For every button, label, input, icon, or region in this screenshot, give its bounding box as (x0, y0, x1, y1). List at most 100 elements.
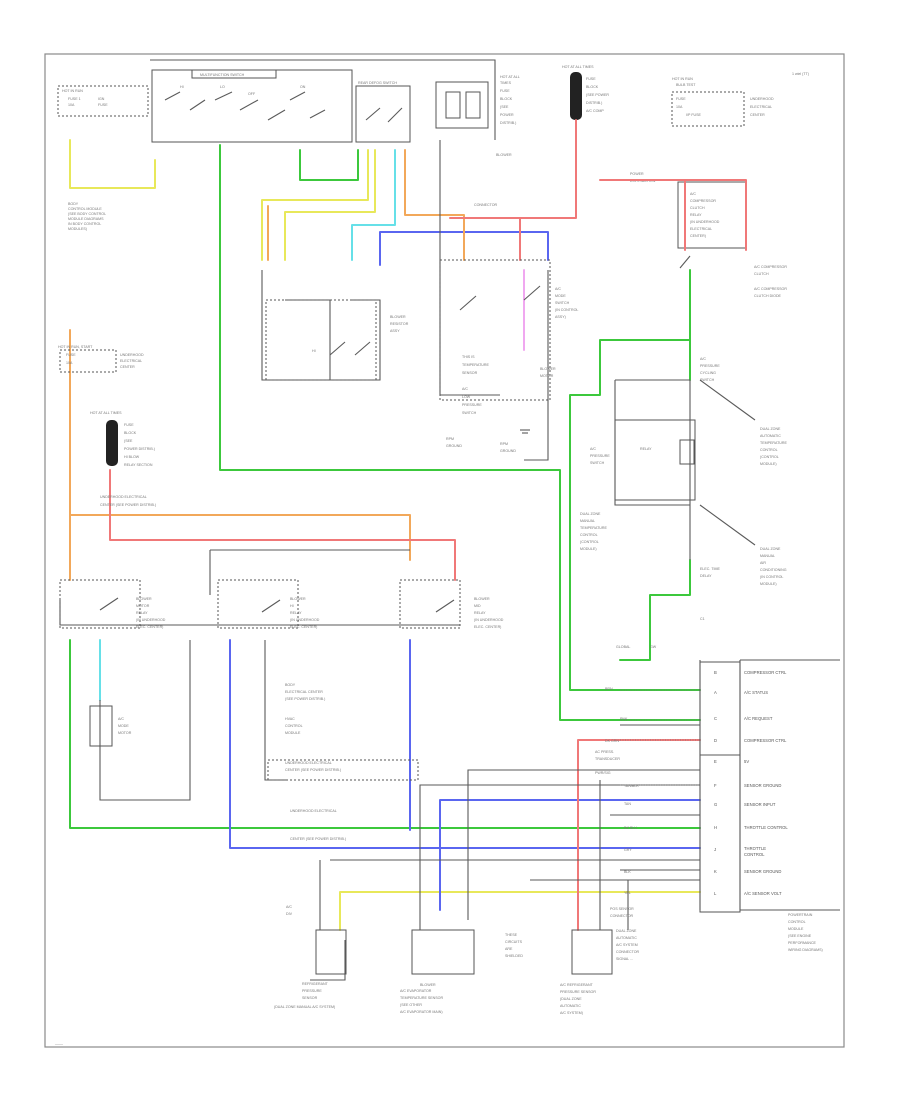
svg-text:BLOWER: BLOWER (290, 597, 306, 601)
svg-text:SENSOR INPUT: SENSOR INPUT (744, 802, 776, 807)
svg-text:RPM: RPM (446, 437, 454, 441)
wire-red-bottom (577, 739, 701, 931)
svg-text:TAN: TAN (624, 802, 631, 806)
svg-text:FUSE: FUSE (586, 77, 596, 81)
svg-text:B: B (714, 670, 717, 675)
svg-text:(IN CONTROL: (IN CONTROL (760, 575, 783, 579)
wire-blue-bottom (439, 799, 701, 911)
svg-text:MOTOR: MOTOR (540, 374, 554, 378)
svg-text:FUSE 1: FUSE 1 (68, 97, 81, 101)
svg-text:HVAC: HVAC (285, 717, 295, 721)
svg-text:A/C: A/C (118, 717, 124, 721)
svg-text:ELEC. TIME: ELEC. TIME (700, 567, 721, 571)
fuse-left: HOT AT ALL TIMES FUSE BLOCK (SEE POWER D… (90, 411, 155, 467)
svg-text:DUAL ZONE: DUAL ZONE (616, 929, 637, 933)
svg-text:A/C: A/C (462, 387, 468, 391)
hot-at-all-times-left: HOT IN RUN, START FUSE 10A UNDERHOOD ELE… (58, 345, 144, 373)
relay-switch-2: BLOWER HI RELAY (IN UNDERHOOD ELEC. CENT… (217, 579, 320, 629)
svg-text:AUTOMATIC: AUTOMATIC (760, 434, 781, 438)
svg-text:FUSE: FUSE (676, 97, 686, 101)
svg-text:ASSY): ASSY) (555, 315, 566, 319)
svg-text:G: G (714, 802, 717, 807)
svg-text:SENSOR: SENSOR (462, 371, 478, 375)
wire-orange-top (404, 149, 465, 261)
svg-text:HOT IN RUN: HOT IN RUN (62, 89, 83, 93)
svg-text:(SEE ENGINE: (SEE ENGINE (788, 934, 812, 938)
svg-text:MULTIFUNCTION SWITCH: MULTIFUNCTION SWITCH (200, 73, 245, 77)
bottom-sensor-2: BLOWER A/C EVAPORATOR TEMPERATURE SENSOR… (400, 929, 523, 1014)
svg-text:REFRIGERANT: REFRIGERANT (302, 982, 329, 986)
svg-text:(CONTROL: (CONTROL (580, 540, 599, 544)
svg-text:A/C EVAPORATOR: A/C EVAPORATOR (400, 989, 432, 993)
svg-text:K: K (714, 869, 717, 874)
svg-text:HOT IN RUN: HOT IN RUN (672, 77, 693, 81)
blower-motor: A/C MODE MOTOR (89, 705, 132, 747)
wire-green-top (299, 149, 359, 181)
fuse-icon: HOT AT ALL TIMES FUSE BLOCK (SEE POWER D… (562, 65, 609, 120)
svg-text:A/C: A/C (690, 192, 696, 196)
svg-text:CONTROL: CONTROL (285, 724, 303, 728)
wire-yellow-topleft (69, 139, 156, 189)
svg-text:POWER DISTRIB.): POWER DISTRIB.) (124, 447, 155, 451)
svg-text:HOT IN RUN, START: HOT IN RUN, START (58, 345, 93, 349)
svg-text:SWITCH: SWITCH (590, 461, 605, 465)
svg-text:BRN: BRN (605, 687, 613, 691)
multifunction-switch: MULTIFUNCTION SWITCH HI LO OFF ON (151, 69, 353, 143)
svg-text:RELAY: RELAY (640, 447, 652, 451)
svg-text:(SEE POWER: (SEE POWER (586, 93, 609, 97)
svg-text:CENTER (SEE POWER DISTRIB.): CENTER (SEE POWER DISTRIB.) (290, 837, 346, 841)
svg-text:10A: 10A (66, 361, 73, 365)
svg-text:PRESSURE: PRESSURE (302, 989, 322, 993)
wire-yellow-bottom (339, 891, 701, 931)
wire-cyan-1 (351, 149, 396, 261)
svg-text:BLOWER: BLOWER (474, 597, 490, 601)
svg-text:ELECTRICAL CENTER: ELECTRICAL CENTER (285, 690, 323, 694)
svg-text:SENSOR GROUND: SENSOR GROUND (744, 783, 781, 788)
svg-text:AC PRESS.: AC PRESS. (595, 750, 614, 754)
svg-text:UNDERHOOD ELECTRICAL: UNDERHOOD ELECTRICAL (100, 495, 147, 499)
svg-text:10A: 10A (68, 103, 75, 107)
wire-red-top (449, 119, 577, 261)
svg-text:HI: HI (290, 604, 294, 608)
svg-text:MODULE: MODULE (285, 731, 301, 735)
svg-text:(SEE: (SEE (500, 105, 509, 109)
svg-text:HOT AT ALL TIMES: HOT AT ALL TIMES (90, 411, 122, 415)
svg-text:(IN CONTROL: (IN CONTROL (555, 308, 578, 312)
svg-text:TEMPERATURE: TEMPERATURE (580, 526, 607, 530)
svg-text:AIR: AIR (760, 561, 766, 565)
svg-text:MODULES): MODULES) (68, 227, 87, 231)
svg-text:C: C (714, 716, 717, 721)
svg-text:TEMPERATURE SENSOR: TEMPERATURE SENSOR (400, 996, 443, 1000)
svg-text:A: A (714, 690, 717, 695)
svg-text:UNDERHOOD ELECTRICAL: UNDERHOOD ELECTRICAL (285, 761, 332, 765)
svg-text:RELAY SECTION: RELAY SECTION (124, 463, 153, 467)
svg-text:PRESSURE: PRESSURE (700, 364, 720, 368)
svg-text:5V: 5V (744, 759, 749, 764)
wire-green-right (569, 339, 701, 691)
svg-text:THROTTLE: THROTTLE (744, 846, 766, 851)
svg-text:____: ____ (54, 1041, 64, 1045)
svg-text:SENSOR GROUND: SENSOR GROUND (744, 869, 781, 874)
svg-text:(IN UNDERHOOD: (IN UNDERHOOD (474, 618, 504, 622)
svg-text:CONNECTOR: CONNECTOR (610, 914, 633, 918)
svg-text:UNDERHOOD ELECTRICAL: UNDERHOOD ELECTRICAL (290, 809, 337, 813)
svg-text:CONNECTOR: CONNECTOR (616, 950, 639, 954)
svg-text:SHIELDED: SHIELDED (505, 954, 523, 958)
svg-text:COMPRESSOR CTRL: COMPRESSOR CTRL (744, 670, 787, 675)
svg-text:POS SENSOR: POS SENSOR (610, 907, 634, 911)
svg-text:(IN UNDERHOOD: (IN UNDERHOOD (690, 220, 720, 224)
solenoid-icon: A/C PRESSURE SWITCH RELAY A/C PRESSURE C… (590, 357, 720, 501)
svg-text:PRESSURE SENSOR: PRESSURE SENSOR (560, 990, 596, 994)
blower-switch-block: BLOWER RESISTOR ASSY HI (265, 299, 409, 381)
svg-text:(SEE OTHER: (SEE OTHER (400, 1003, 422, 1007)
svg-text:COMPRESSOR: COMPRESSOR (690, 199, 716, 203)
svg-text:A/C REFRIGERANT: A/C REFRIGERANT (560, 983, 594, 987)
svg-text:PRESSURE: PRESSURE (462, 403, 482, 407)
svg-text:A/C: A/C (590, 447, 596, 451)
svg-text:RESISTOR: RESISTOR (390, 322, 409, 326)
svg-text:BULB TEST: BULB TEST (676, 83, 696, 87)
svg-text:H: H (714, 825, 717, 830)
svg-text:FUSE: FUSE (98, 103, 108, 107)
center-mode-relay: A/C MODE SWITCH (IN CONTROL ASSY) THIS I… (439, 259, 578, 415)
blower-resistor: HOT AT ALL TIMES FUSE BLOCK (SEE POWER D… (435, 75, 520, 129)
